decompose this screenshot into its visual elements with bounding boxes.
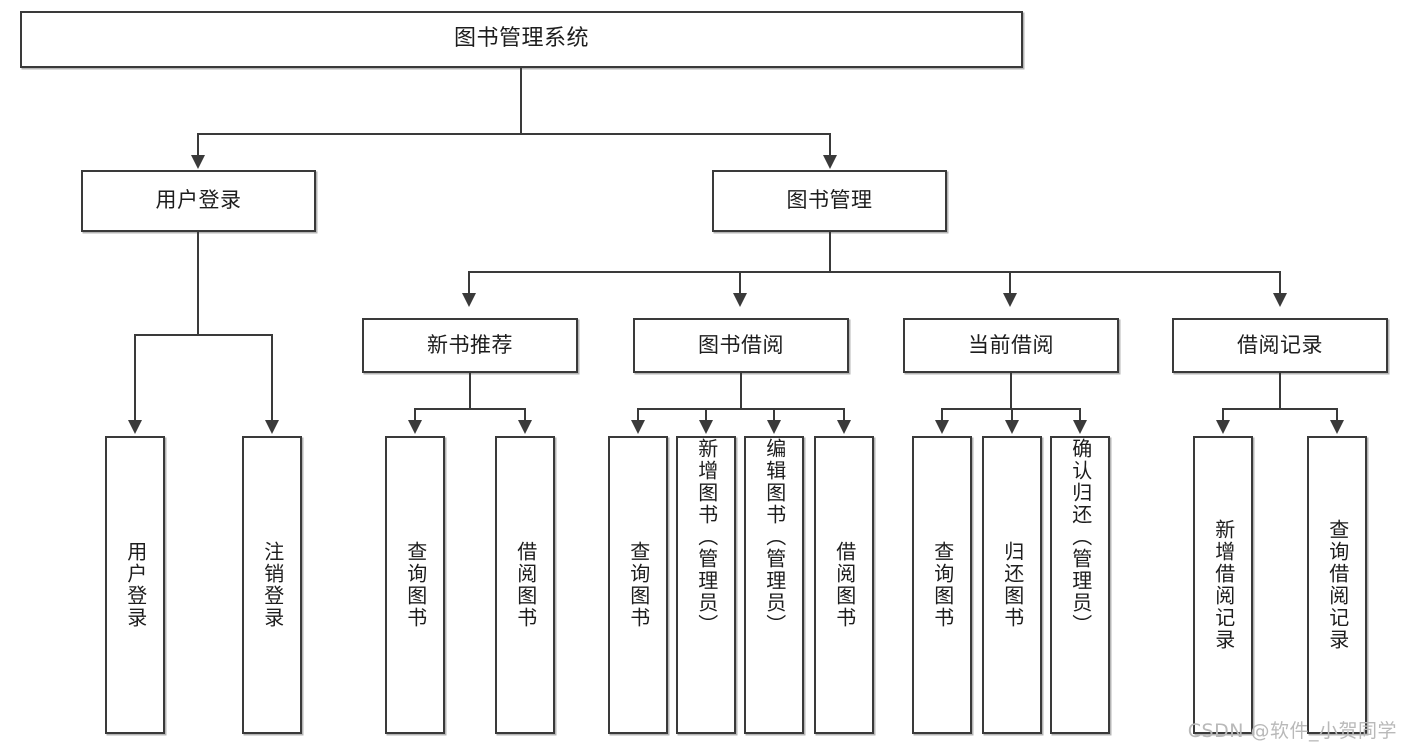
node-leaf-confirm-return-admin[interactable]: 确认归还（管理员）: [1050, 436, 1110, 734]
connector-cb-leaf-1: [941, 408, 943, 422]
node-new-book-recommend[interactable]: 新书推荐: [362, 318, 578, 373]
connector-bb-leaf-2: [705, 408, 707, 422]
node-label: 当前借阅: [968, 332, 1054, 357]
node-root-book-management-system[interactable]: 图书管理系统: [20, 11, 1023, 68]
node-leaf-logout[interactable]: 注销登录: [242, 436, 302, 734]
node-leaf-add-book-admin[interactable]: 新增图书（管理员）: [676, 436, 736, 734]
connector-cb-stem: [1010, 373, 1012, 408]
arrowhead-current-borrow: [1003, 293, 1017, 307]
node-label: 新增图书（管理员）: [694, 438, 719, 636]
node-leaf-borrow-book-bb[interactable]: 借阅图书: [814, 436, 874, 734]
arrowhead-bb-leaf-1: [631, 420, 645, 434]
node-borrow-record[interactable]: 借阅记录: [1172, 318, 1388, 373]
arrowhead-nbr-leaf-2: [518, 420, 532, 434]
node-label: 用户登录: [155, 188, 242, 213]
connector-cb-leaf-3: [1079, 408, 1081, 422]
connector-root-to-user-login: [197, 133, 199, 159]
arrowhead-nbr-leaf-1: [408, 420, 422, 434]
connector-cb-leaf-2: [1011, 408, 1013, 422]
node-label: 归还图书: [1000, 541, 1025, 629]
node-leaf-user-login[interactable]: 用户登录: [105, 436, 165, 734]
node-label: 用户登录: [123, 541, 148, 629]
connector-br-bus: [1222, 408, 1338, 410]
connector-nbr-stem: [469, 373, 471, 408]
node-label: 图书管理系统: [453, 26, 589, 52]
node-leaf-query-book-cb[interactable]: 查询图书: [912, 436, 972, 734]
connector-bb-leaf-1: [637, 408, 639, 422]
connector-user-login-bus: [134, 334, 272, 336]
node-label: 图书管理: [786, 188, 873, 213]
arrowhead-leaf-logout: [265, 420, 279, 434]
node-label: 图书借阅: [698, 332, 784, 357]
node-leaf-query-book-nbr[interactable]: 查询图书: [385, 436, 445, 734]
connector-nbr-leaf-1: [414, 408, 416, 422]
arrowhead-book-borrow: [733, 293, 747, 307]
connector-book-management-bus: [468, 271, 1280, 273]
connector-br-leaf-2: [1336, 408, 1338, 422]
node-current-borrow[interactable]: 当前借阅: [903, 318, 1119, 373]
arrowhead-bb-leaf-2: [699, 420, 713, 434]
arrowhead-br-leaf-1: [1216, 420, 1230, 434]
arrowhead-user-login: [191, 155, 205, 169]
node-label: 确认归还（管理员）: [1068, 438, 1093, 636]
arrowhead-borrow-record: [1273, 293, 1287, 307]
connector-bm-to-current-borrow: [1009, 271, 1011, 297]
connector-br-stem: [1279, 373, 1281, 408]
node-label: 借阅记录: [1237, 332, 1323, 357]
node-leaf-query-book-bb[interactable]: 查询图书: [608, 436, 668, 734]
node-label: 查询借阅记录: [1325, 519, 1350, 651]
node-user-login[interactable]: 用户登录: [81, 170, 316, 232]
arrowhead-leaf-user-login: [128, 420, 142, 434]
node-label: 编辑图书（管理员）: [762, 438, 787, 636]
node-leaf-query-borrow-record[interactable]: 查询借阅记录: [1307, 436, 1367, 734]
connector-root-to-book-management: [829, 133, 831, 159]
arrowhead-book-management: [823, 155, 837, 169]
arrowhead-bb-leaf-3: [767, 420, 781, 434]
node-label: 借阅图书: [832, 541, 857, 629]
node-label: 查询图书: [626, 541, 651, 629]
connector-nbr-bus: [414, 408, 526, 410]
node-label: 注销登录: [260, 541, 285, 629]
connector-bm-to-new-book: [468, 271, 470, 297]
connector-bb-bus: [637, 408, 845, 410]
node-label: 新书推荐: [427, 332, 513, 357]
node-book-management[interactable]: 图书管理: [712, 170, 947, 232]
connector-bm-to-book-borrow: [739, 271, 741, 297]
connector-br-leaf-1: [1222, 408, 1224, 422]
connector-user-login-leaf-2: [271, 334, 273, 422]
connector-nbr-leaf-2: [524, 408, 526, 422]
node-label: 新增借阅记录: [1211, 519, 1236, 651]
arrowhead-bb-leaf-4: [837, 420, 851, 434]
connector-bb-stem: [740, 373, 742, 408]
node-leaf-return-book[interactable]: 归还图书: [982, 436, 1042, 734]
csdn-watermark: CSDN @软件_小贺同学: [1187, 720, 1397, 742]
connector-root-bus: [197, 133, 831, 135]
connector-book-management-stem: [829, 232, 831, 271]
connector-user-login-leaf-1: [134, 334, 136, 422]
arrowhead-new-book-recommend: [462, 293, 476, 307]
arrowhead-cb-leaf-2: [1005, 420, 1019, 434]
connector-bb-leaf-3: [773, 408, 775, 422]
node-label: 查询图书: [403, 541, 428, 629]
node-leaf-add-borrow-record[interactable]: 新增借阅记录: [1193, 436, 1253, 734]
node-leaf-edit-book-admin[interactable]: 编辑图书（管理员）: [744, 436, 804, 734]
connector-bb-leaf-4: [843, 408, 845, 422]
connector-root-stem: [520, 68, 522, 133]
connector-bm-to-borrow-record: [1279, 271, 1281, 297]
node-book-borrow[interactable]: 图书借阅: [633, 318, 849, 373]
arrowhead-br-leaf-2: [1330, 420, 1344, 434]
node-label: 借阅图书: [513, 541, 538, 629]
connector-user-login-stem: [197, 232, 199, 334]
arrowhead-cb-leaf-1: [935, 420, 949, 434]
node-leaf-borrow-book-nbr[interactable]: 借阅图书: [495, 436, 555, 734]
node-label: 查询图书: [930, 541, 955, 629]
arrowhead-cb-leaf-3: [1073, 420, 1087, 434]
